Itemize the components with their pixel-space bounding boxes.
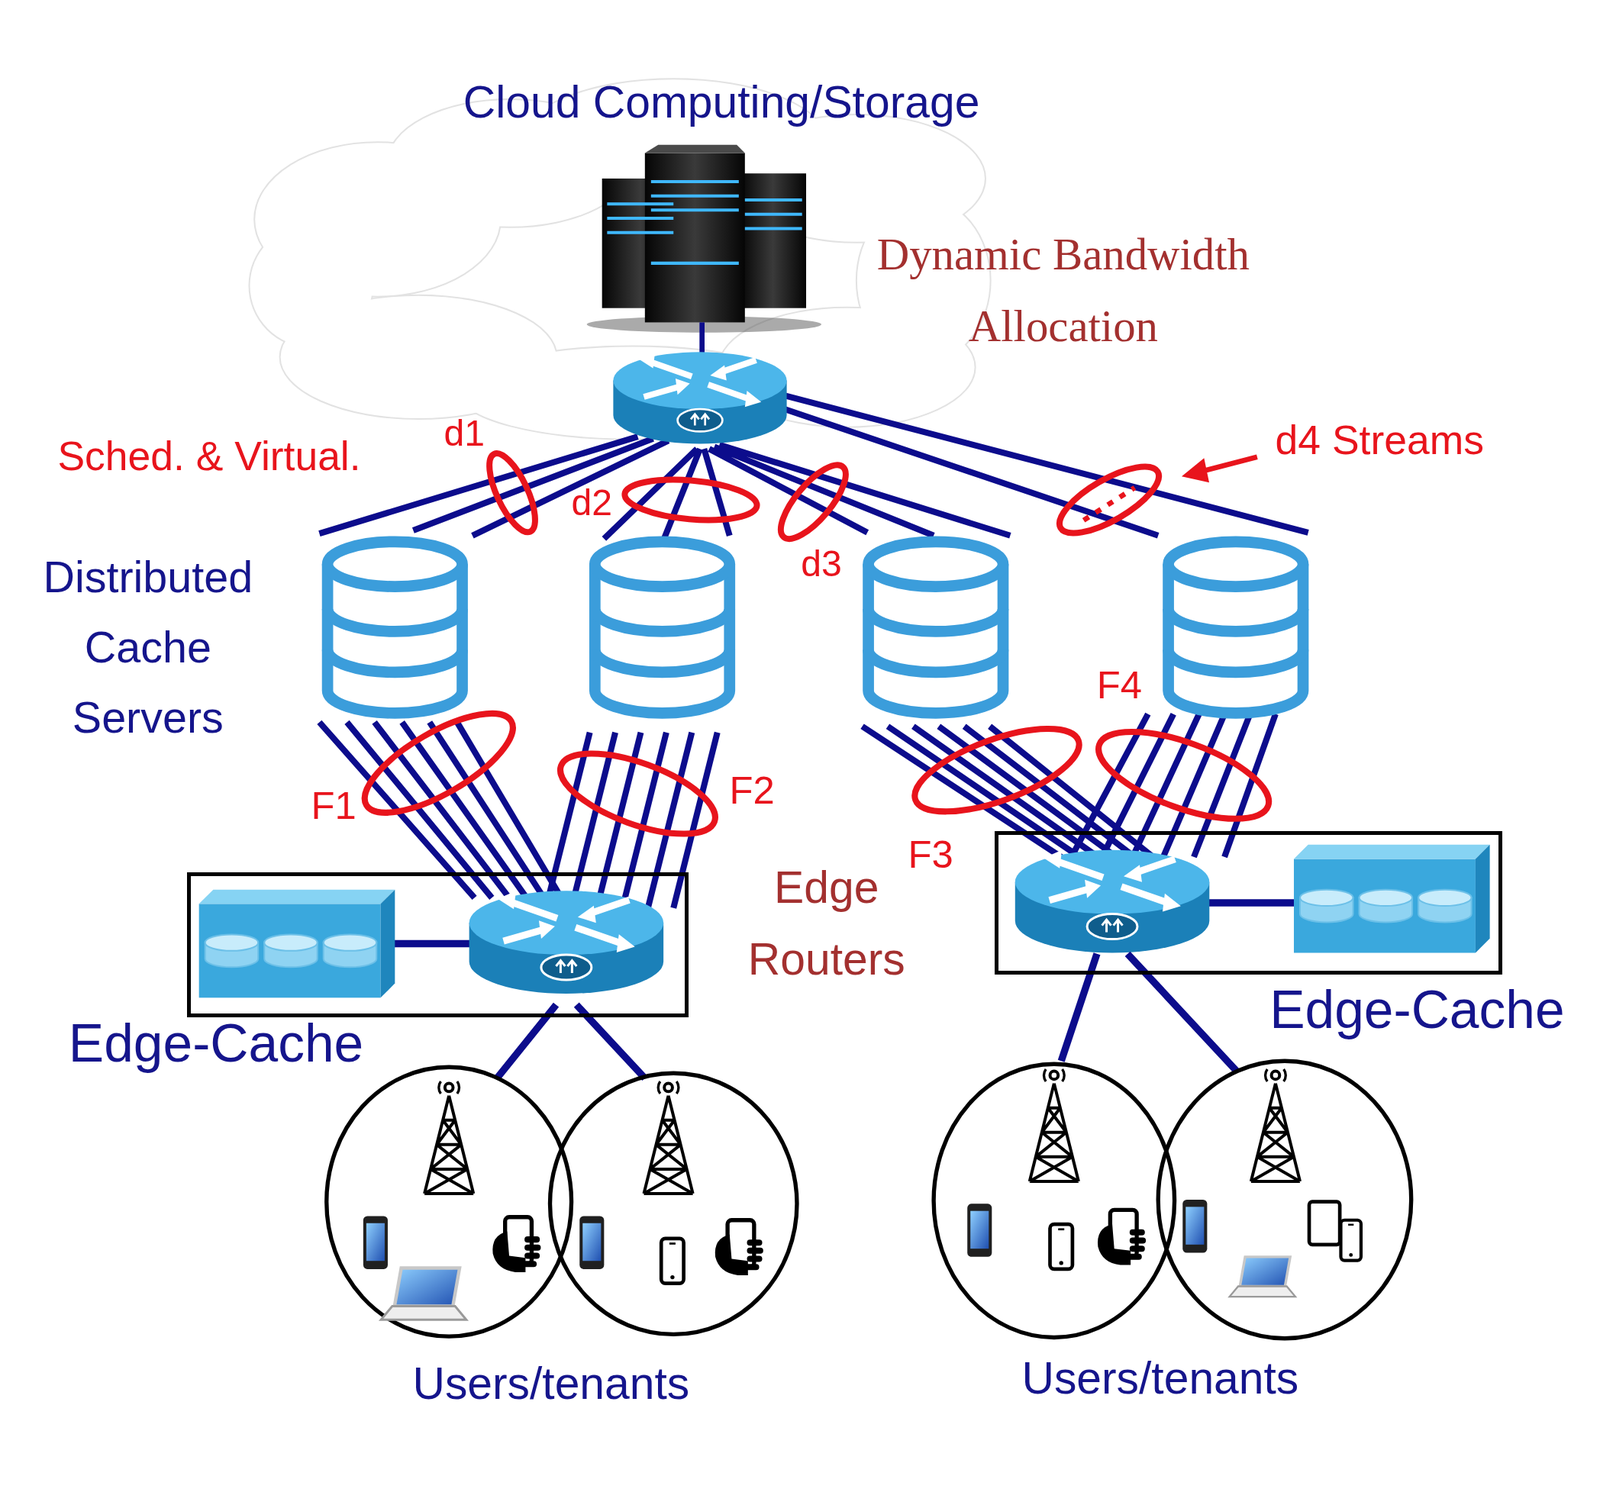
cloud-puff <box>250 224 373 347</box>
cell-circle <box>1158 1061 1412 1339</box>
smartphone-icon <box>363 1216 388 1270</box>
illustration-group <box>199 79 1491 1339</box>
stream-label: d4 Streams <box>1275 417 1484 465</box>
edge-cache-box: Edge-Cache <box>187 872 690 1018</box>
handheld-icon <box>1097 1209 1143 1265</box>
stream-lines <box>319 396 1308 542</box>
tier-label: Distributed Cache Servers <box>15 542 281 754</box>
handheld-icon <box>715 1220 761 1276</box>
dotted-streams <box>1083 487 1136 521</box>
pointer-arrow <box>1202 457 1258 472</box>
group-ellipse <box>480 447 545 539</box>
pointer-arrowhead <box>1181 458 1210 483</box>
tablet-icon <box>1309 1202 1340 1246</box>
smartphone-icon <box>1182 1200 1207 1254</box>
server-top <box>645 145 746 154</box>
group-ellipse <box>622 474 759 526</box>
smartphone-icon <box>579 1216 604 1270</box>
cell-circles <box>326 1061 1412 1339</box>
group-ellipse <box>770 455 856 549</box>
stream-label: d2 <box>571 481 613 524</box>
server-tower <box>645 153 746 323</box>
group-label: Users/tenants <box>1021 1352 1299 1405</box>
edge-router <box>1015 850 1210 954</box>
edge-cache-box: Edge-Cache <box>994 831 1502 975</box>
core-router <box>612 351 787 444</box>
box-heading: Edge-Cache <box>1269 980 1565 1042</box>
cache-server <box>594 541 730 714</box>
cell-circle <box>933 1064 1175 1338</box>
cell-tower <box>1251 1069 1300 1182</box>
phone-outline-icon <box>1340 1220 1361 1262</box>
group-label: Users/tenants <box>412 1358 690 1410</box>
server-tower <box>739 173 807 308</box>
laptop-icon <box>380 1268 467 1321</box>
server-lights <box>606 181 802 264</box>
cache-server <box>868 541 1004 714</box>
stream-label: d1 <box>443 412 485 455</box>
edge-storage <box>1293 845 1491 954</box>
handheld-icon <box>492 1217 538 1273</box>
cache-server <box>1168 541 1304 714</box>
cell-circle <box>550 1073 797 1335</box>
cell-tower <box>643 1081 693 1194</box>
cache-server <box>327 541 462 714</box>
diagram-title: Cloud Computing/Storage <box>463 76 981 129</box>
group-ellipse <box>351 694 527 832</box>
phone-outline-icon <box>661 1238 684 1284</box>
flow-label: F3 <box>907 832 953 878</box>
flow-label: F4 <box>1096 663 1142 708</box>
stream-group-marks <box>351 447 1280 851</box>
server-link <box>699 322 705 355</box>
annotation-text: Sched. & Virtual. <box>57 432 361 480</box>
smartphone-icon <box>967 1203 992 1258</box>
cloud-puff <box>250 224 373 347</box>
cell-tower <box>424 1081 474 1194</box>
cell-tower <box>1029 1069 1079 1182</box>
edge-storage <box>199 890 396 999</box>
edge-router <box>469 890 665 994</box>
tier-label: Edge Routers <box>724 851 929 996</box>
phone-outline-icon <box>1050 1224 1073 1270</box>
cell-circle <box>326 1067 572 1337</box>
box-heading: Edge-Cache <box>68 1013 364 1075</box>
flow-label: F1 <box>310 783 356 829</box>
annotation-text: Dynamic Bandwidth Allocation <box>838 219 1288 363</box>
group-ellipse <box>905 712 1090 830</box>
stream-label: d3 <box>800 543 842 586</box>
group-ellipse <box>550 737 725 852</box>
flow-label: F2 <box>729 768 775 813</box>
group-ellipse <box>1050 454 1168 546</box>
group-ellipse <box>1087 713 1279 837</box>
laptop-icon <box>1229 1257 1296 1297</box>
